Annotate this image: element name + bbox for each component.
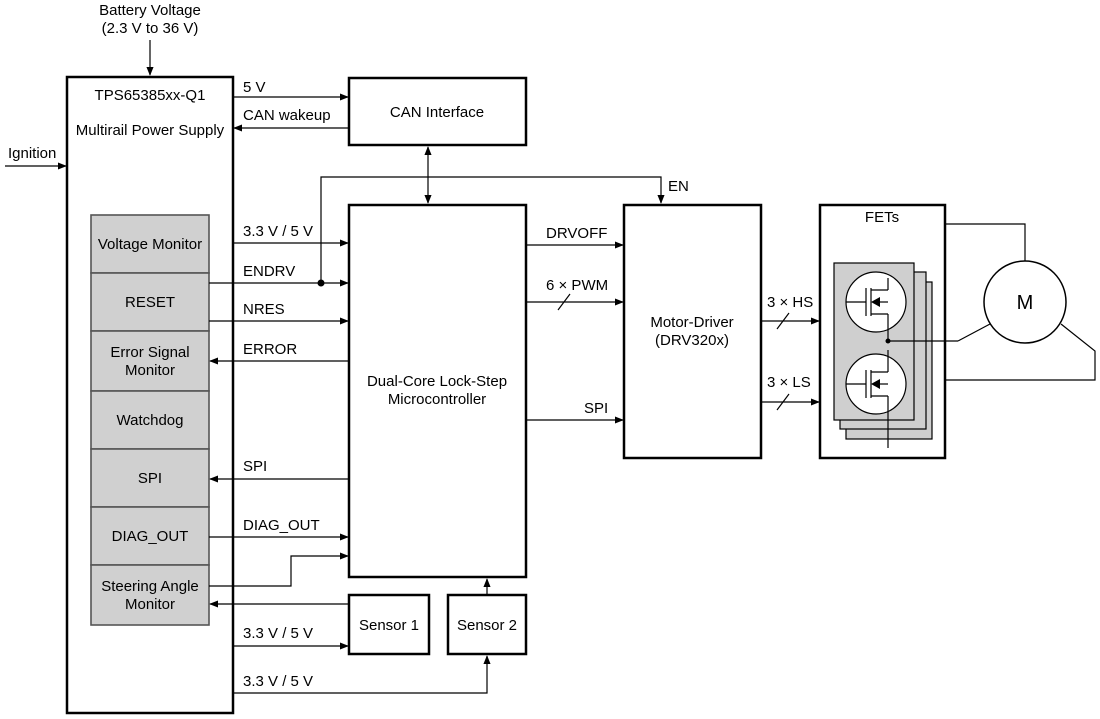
sensor-1-label: Sensor 1 xyxy=(359,617,419,634)
spi-pmic-label: SPI xyxy=(243,458,267,475)
error-label: ERROR xyxy=(243,341,297,358)
pmic-subtitle: Multirail Power Supply xyxy=(76,122,225,139)
ls-label: 3 × LS xyxy=(767,374,811,391)
voltage-monitor-label: Voltage Monitor xyxy=(98,236,202,253)
supply-sensor-2-label: 3.3 V / 5 V xyxy=(243,673,313,690)
pwm-label: 6 × PWM xyxy=(546,277,608,294)
motor-label: M xyxy=(1017,292,1034,314)
supply-sensor-1-label: 3.3 V / 5 V xyxy=(243,625,313,642)
steering-angle-monitor-label-1: Steering Angle xyxy=(101,578,199,595)
watchdog-label: Watchdog xyxy=(117,412,184,429)
motor-driver-block xyxy=(622,203,763,460)
motor-driver-label-2: (DRV320x) xyxy=(655,332,729,349)
supply-mcu-label: 3.3 V / 5 V xyxy=(243,223,313,240)
sensor-2-block xyxy=(446,593,528,656)
microcontroller-block xyxy=(347,203,528,579)
diag-out-block xyxy=(90,506,210,566)
pmic-title: TPS65385xx-Q1 xyxy=(95,87,206,104)
nres-label: NRES xyxy=(243,301,285,318)
hs-label: 3 × HS xyxy=(767,294,813,311)
sensor-2-label: Sensor 2 xyxy=(457,617,517,634)
spi-block-label: SPI xyxy=(138,470,162,487)
battery-voltage-label: Battery Voltage xyxy=(99,2,201,19)
steering-angle-monitor-label-2: Monitor xyxy=(125,596,175,613)
can-supply-label: 5 V xyxy=(243,79,266,96)
battery-voltage-range: (2.3 V to 36 V) xyxy=(102,20,199,37)
microcontroller-label-1: Dual-Core Lock-Step xyxy=(367,373,507,390)
can-interface-block xyxy=(347,76,528,147)
voltage-monitor-block xyxy=(90,214,210,274)
error-signal-monitor-label-2: Monitor xyxy=(125,362,175,379)
diag-out-label: DIAG_OUT xyxy=(243,517,320,534)
sensor-1-block xyxy=(347,593,431,656)
fet-stack xyxy=(833,262,958,448)
diag-out-block-label: DIAG_OUT xyxy=(112,528,189,545)
error-signal-monitor-label-1: Error Signal xyxy=(110,344,189,361)
fets-label: FETs xyxy=(865,209,899,226)
motor-driver-label-1: Motor-Driver xyxy=(650,314,733,331)
can-interface-label: CAN Interface xyxy=(390,104,484,121)
reset-block xyxy=(90,272,210,332)
can-wakeup-label: CAN wakeup xyxy=(243,107,331,124)
spi-driver-label: SPI xyxy=(584,400,608,417)
spi-block xyxy=(90,448,210,508)
reset-label: RESET xyxy=(125,294,175,311)
steering-angle-monitor-block xyxy=(90,564,210,626)
error-signal-monitor-block xyxy=(90,330,210,392)
ignition-label: Ignition xyxy=(8,145,56,162)
endrv-label: ENDRV xyxy=(243,263,295,280)
watchdog-block xyxy=(90,390,210,450)
en-label: EN xyxy=(668,178,689,195)
drvoff-label: DRVOFF xyxy=(546,225,607,242)
microcontroller-label-2: Microcontroller xyxy=(388,391,486,408)
